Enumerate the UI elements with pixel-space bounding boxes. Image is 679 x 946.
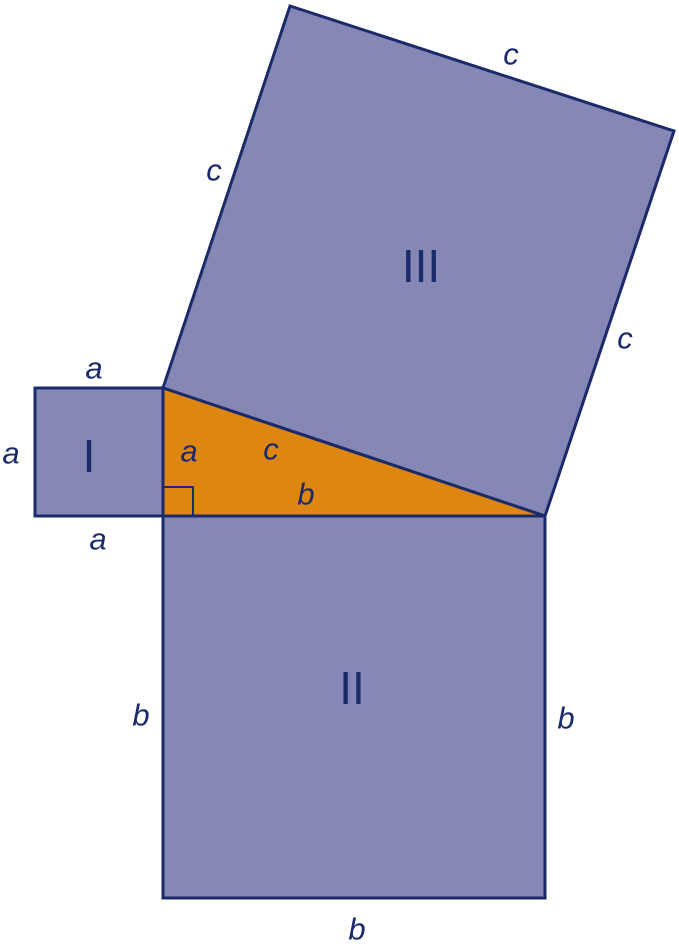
square-b (161, 514, 547, 900)
square-a-label: I (83, 430, 96, 482)
square-a (33, 386, 165, 518)
square-a-bottom-side-label: a (89, 522, 106, 557)
square-c-upper-left-side-label: c (206, 153, 222, 188)
square-b-right-side-label: b (557, 701, 574, 736)
triangle-hypotenuse-c-label: c (263, 432, 279, 467)
square-c-label: III (402, 240, 440, 292)
triangle-leg-a-label: a (180, 434, 197, 469)
square-b-bottom-side-label: b (348, 912, 365, 946)
square-a-left-side-label: a (2, 436, 19, 471)
square-c-right-side-label: c (617, 321, 633, 356)
square-b-label: II (339, 662, 365, 714)
square-c-top-side-label: c (503, 37, 519, 72)
triangle-leg-b-label: b (297, 477, 314, 512)
right-angle-marker (163, 486, 194, 516)
right-triangle (161, 385, 546, 518)
square-b-left-side-label: b (132, 698, 149, 733)
square-a-top-side-label: a (85, 351, 102, 386)
